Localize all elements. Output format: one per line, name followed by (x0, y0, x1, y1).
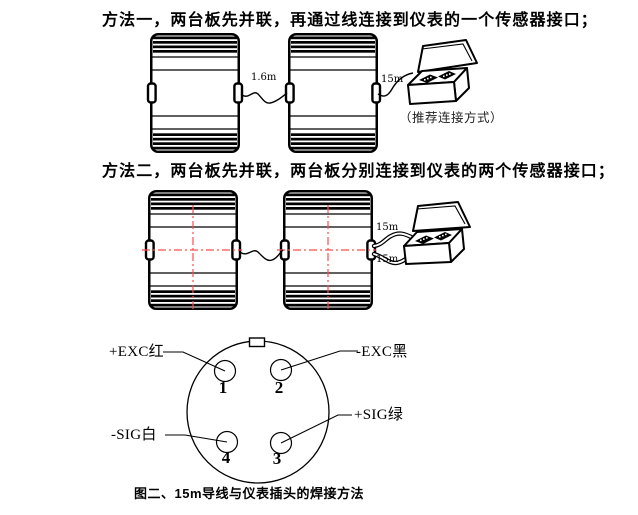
pin2-label: -EXC黑 (356, 344, 408, 360)
pin2-number: 2 (274, 378, 284, 397)
leader-line-pin1 (163, 351, 226, 372)
instrument-2 (403, 201, 471, 265)
board-1-left (146, 33, 244, 153)
wire-15m-top (371, 231, 416, 249)
diagram-method2 (142, 190, 471, 312)
instrument-2-lid-edge (416, 205, 466, 225)
figure-caption: 图二、15m导线与仪表插头的焊接方法 (134, 486, 365, 501)
pin3-number: 3 (272, 449, 282, 468)
wire-label-15m-bottom: 15m (376, 254, 399, 265)
wire-15m-method1 (377, 72, 414, 97)
leader-line-pin2 (280, 350, 358, 371)
pin1-number: 1 (218, 378, 228, 397)
instrument-1-lid-edge (421, 43, 473, 62)
wire-label-1-6m: 1.6m (251, 72, 277, 83)
instrument-1-front (407, 81, 457, 105)
instrument-1-lid (417, 39, 478, 73)
pin1-label: +EXC红 (109, 344, 164, 360)
instrument-1 (407, 39, 478, 105)
recommended-note: （推荐连接方式） (399, 111, 504, 125)
wire-label-15m-method1: 15m (381, 74, 404, 85)
plug-face-circle (186, 340, 330, 484)
method1-heading: 方法一，两台板先并联，再通过线连接到仪表的一个传感器接口； (102, 12, 598, 29)
board-1-right (284, 33, 382, 153)
instrument-2-lid (412, 201, 471, 232)
wire-parallel-link (238, 249, 284, 262)
instrument-2-front (403, 242, 452, 265)
pin4-label: -SIG白 (111, 427, 157, 443)
method2-heading: 方法二，两台板先并联，两台板分别连接到仪表的两个传感器接口； (102, 163, 616, 180)
diagram-method1 (146, 33, 478, 153)
pin4-number: 4 (221, 448, 231, 467)
wire-1-6m (240, 92, 288, 104)
leader-line-pin3 (280, 414, 352, 444)
leader-line-pin4 (165, 434, 228, 443)
pin3-label: +SIG绿 (354, 407, 404, 423)
plug-diagram (163, 337, 358, 484)
plug-key-notch (248, 337, 266, 348)
wire-label-15m-top: 15m (376, 222, 399, 233)
